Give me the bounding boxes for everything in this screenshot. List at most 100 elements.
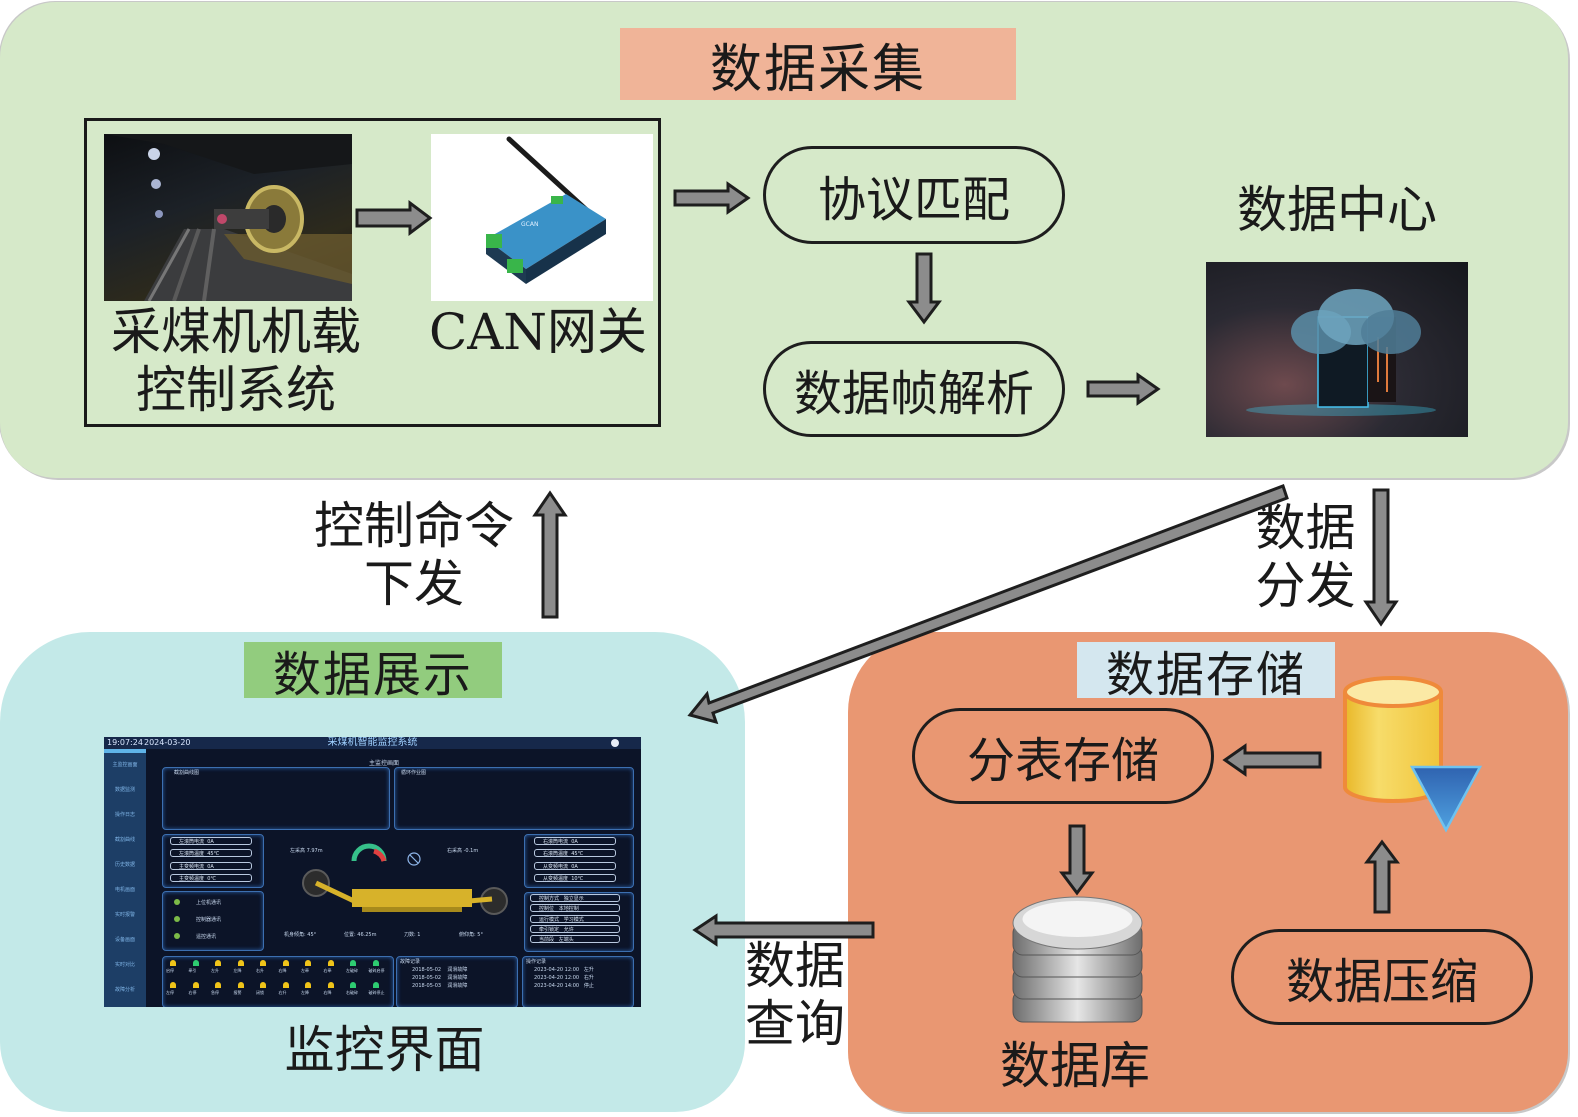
indicator-lamp-label: 右降 <box>278 968 287 973</box>
can-gateway-photo: GCAN <box>431 134 653 301</box>
indicator-lamp-icon <box>237 960 244 966</box>
indicator-lamp-icon <box>215 982 221 988</box>
table-split-storage-node: 分表存储 <box>912 708 1214 804</box>
indicator-lamp-icon <box>237 982 244 988</box>
shearer-photo <box>104 134 352 301</box>
cycle-work-chart <box>394 767 634 830</box>
shearer-label-line2: 控制系统 <box>136 360 336 419</box>
lamps-frame <box>162 956 394 1007</box>
indicator-lamp-label: 左牵 <box>301 968 309 973</box>
can-gateway-label: CAN网关 <box>428 303 648 361</box>
sidebar-item[interactable]: 截割曲线 <box>114 837 135 843</box>
arrow-distribution-to-storage <box>1363 488 1399 627</box>
arrow-control-command-up <box>532 490 568 619</box>
sidebar-item[interactable]: 电机画面 <box>114 887 135 893</box>
sidebar-item[interactable]: 数据监测 <box>114 787 135 793</box>
sidebar-active-bar <box>104 749 146 753</box>
control-command-label: 控制命令 下发 <box>300 497 528 613</box>
svg-text:GCAN: GCAN <box>521 221 538 228</box>
onboard-gateway-box <box>84 118 661 427</box>
control-command-line2: 下发 <box>364 554 464 613</box>
table-split-storage-text: 分表存储 <box>966 733 1159 789</box>
data-center-label: 数据中心 <box>1237 181 1437 239</box>
indicator-lamp-icon <box>282 960 289 966</box>
monitor-app-title: 采煤机智能监控系统 <box>327 737 418 748</box>
comm-status-icon <box>174 933 180 939</box>
mode-field: 控制位 本地控制 <box>530 904 620 912</box>
left-fields-frame <box>162 834 264 888</box>
data-distribution-label: 数据 分发 <box>1248 499 1363 615</box>
sidebar-item[interactable]: 故障分析 <box>114 987 135 993</box>
sidebar-item[interactable]: 实时对比 <box>114 962 135 968</box>
indicator-lamp-label: 左破碎 <box>346 968 358 973</box>
data-center-image <box>1206 262 1468 437</box>
monitoring-interface-screenshot: 19:07:24 2024-03-20 采煤机智能监控系统 主监控画面 数据监测… <box>104 737 641 1007</box>
data-display-title: 数据展示 <box>244 642 502 703</box>
data-query-label: 数据 查询 <box>740 937 850 1053</box>
indicator-lamp-icon <box>372 982 379 988</box>
indicator-lamp-label: 报警 <box>233 990 242 995</box>
cutting-curve-chart <box>162 767 390 830</box>
shearer-onboard-label: 采煤机机载 控制系统 <box>96 303 376 419</box>
sidebar-item[interactable]: 历史数据 <box>114 862 135 868</box>
indicator-lamp-label: 闭锁 <box>256 990 264 995</box>
can-gateway-device-icon: GCAN <box>486 136 606 284</box>
mode-field: 当前段 左端头 <box>530 935 620 943</box>
modes-frame <box>524 892 634 952</box>
op-log-title: 操作记录 <box>526 959 547 965</box>
user-avatar-icon[interactable] <box>611 739 619 747</box>
data-acquisition-title: 数据采集 <box>620 28 1016 100</box>
indicator-lamp-icon <box>305 982 311 988</box>
indicator-lamp-label: 右降 <box>323 990 332 995</box>
sidebar-item[interactable]: 主监控画面 <box>112 762 138 768</box>
op-row: 2023-04-20 12:00 右升 <box>534 975 594 981</box>
protocol-match-node: 协议匹配 <box>763 146 1065 244</box>
indicator-lamp-icon <box>327 960 334 966</box>
comm-label: 上位机通讯 <box>196 900 222 906</box>
indicator-lamp-icon <box>192 982 199 988</box>
indicator-lamp-label: 破碎启停 <box>368 968 385 973</box>
fault-row: 2018-05-02 润滑故障 <box>412 975 468 981</box>
data-distribution-line1: 数据 <box>1255 499 1356 557</box>
indicator-lamp-label: 左降 <box>233 968 242 973</box>
fault-log-title: 故障记录 <box>400 959 421 965</box>
data-distribution-line2: 分发 <box>1255 556 1356 615</box>
indicator-lamp-label: 左停 <box>166 990 174 995</box>
indicator-lamp-icon <box>282 982 289 988</box>
shearer-label-line1: 采煤机机载 <box>111 303 361 361</box>
position-readout: 位置: 46.25m <box>344 932 377 938</box>
indicator-lamp-label: 启停 <box>166 968 174 973</box>
shearer-illustration <box>104 134 352 301</box>
mode-field: 牵引锁定 允许 <box>530 925 620 933</box>
right-field: 右滚筒电流 0A <box>534 837 616 845</box>
data-query-line1: 数据 <box>745 937 845 995</box>
machine-angle-readout: 机身倾角: 45° <box>284 932 317 938</box>
cloud-server-icon <box>1246 289 1436 416</box>
cutting-curve-title: 截割曲线图 <box>174 770 200 776</box>
indicator-lamp-icon <box>305 960 311 966</box>
indicator-lamp-label: 右停 <box>188 990 197 995</box>
control-command-line1: 控制命令 <box>314 497 514 555</box>
sidebar-item[interactable]: 操作日志 <box>114 812 135 818</box>
sidebar-item[interactable]: 设备画面 <box>114 937 135 943</box>
left-height-readout: 左采高 7.97m <box>290 848 323 854</box>
right-field: 右滚筒温度 45℃ <box>534 849 616 857</box>
indicator-lamp-label: 右牵 <box>323 968 332 973</box>
left-field: 左滚筒温度 45℃ <box>170 849 252 857</box>
sidebar-item[interactable]: 实时报警 <box>114 912 135 918</box>
left-field: 主变频电流 0A <box>170 862 252 870</box>
op-row: 2023-04-20 12:00 左升 <box>534 967 594 973</box>
protocol-match-text: 协议匹配 <box>817 172 1010 228</box>
frame-parse-text: 数据帧解析 <box>793 366 1034 422</box>
indicator-lamp-label: 右升 <box>278 990 287 995</box>
indicator-lamp-icon <box>372 960 379 966</box>
data-query-line2: 查询 <box>745 994 845 1053</box>
comm-status-icon <box>174 899 180 905</box>
pitch-readout: 俯仰角: 5° <box>459 932 483 938</box>
comms-frame <box>162 891 264 951</box>
indicator-lamp-label: 右升 <box>256 968 264 973</box>
monitor-sidebar: 主监控画面 数据监测 操作日志 截割曲线 历史数据 电机画面 实时报警 设备画面… <box>104 749 146 1007</box>
fault-row: 2018-05-03 润滑故障 <box>412 983 468 989</box>
fault-log-frame <box>396 956 518 1007</box>
indicator-lamp-icon <box>350 960 356 966</box>
